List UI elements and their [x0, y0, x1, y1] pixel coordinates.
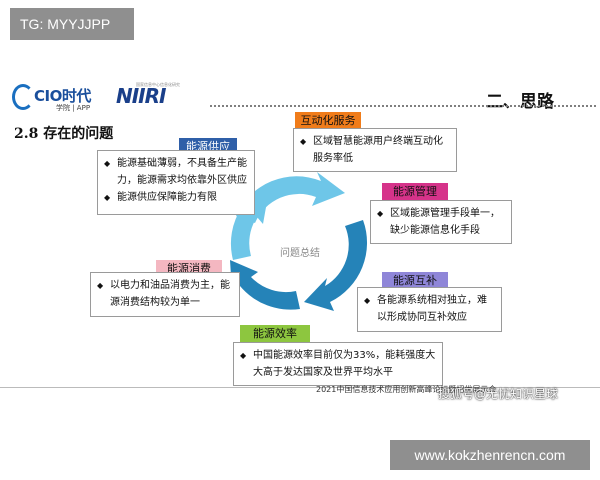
box-consumption: 以电力和油品消费为主，能源消费结构较为单一 [90, 272, 240, 317]
interactive-item: 区域智慧能源用户终端互动化服务率低 [300, 133, 450, 167]
consumption-item: 以电力和油品消费为主，能源消费结构较为单一 [97, 277, 233, 311]
cio-logo-text: CIO时代 [34, 87, 91, 105]
tg-badge: TG: MYYJJPP [10, 8, 134, 40]
niiri-logo-text: NIIRI [116, 84, 166, 108]
niiri-logo: 国家信息中心信息化研究 NIIRI [116, 82, 180, 114]
management-item: 区域能源管理手段单一，缺少能源信息化手段 [377, 205, 505, 239]
label-efficiency: 能源效率 [240, 325, 310, 343]
complement-item: 各能源系统相对独立，难以形成协同互补效应 [364, 292, 495, 326]
footer-text: 2021中国信息技术应用创新高峰论坛暨招优展示会 [316, 385, 497, 394]
efficiency-item: 中国能源效率目前仅为33%，能耗强度大大高于发达国家及世界平均水平 [240, 347, 436, 381]
url-badge: www.kokzhenrencn.com [390, 440, 590, 470]
box-interactive: 区域智慧能源用户终端互动化服务率低 [293, 128, 457, 172]
url-text: www.kokzhenrencn.com [414, 447, 566, 463]
label-management-text: 能源管理 [393, 185, 437, 198]
cio-logo-subtext: 学院 | APP [56, 104, 91, 112]
label-complement-text: 能源互补 [393, 274, 437, 287]
box-supply: 能源基础薄弱，不具备生产能力，能源需求均依靠外区供应 能源供应保障能力有限 [97, 150, 255, 215]
label-supply-text: 能源供应 [186, 140, 230, 153]
cycle-arrow-right [304, 220, 368, 311]
dotted-divider [210, 105, 596, 107]
box-management: 区域能源管理手段单一，缺少能源信息化手段 [370, 200, 512, 244]
label-interactive: 互动化服务 [295, 112, 361, 130]
page-heading: 2.8 存在的问题 [14, 126, 114, 142]
box-efficiency: 中国能源效率目前仅为33%，能耗强度大大高于发达国家及世界平均水平 [233, 342, 443, 386]
label-efficiency-text: 能源效率 [253, 327, 297, 340]
center-label: 问题总结 [280, 246, 320, 259]
label-consumption-text: 能源消费 [167, 262, 211, 275]
tg-text: TG: MYYJJPP [20, 16, 111, 32]
label-interactive-text: 互动化服务 [300, 114, 356, 127]
label-complement: 能源互补 [382, 272, 448, 290]
cycle-arrow-top [236, 172, 345, 223]
cio-logo-icon [12, 84, 34, 110]
supply-item: 能源基础薄弱，不具备生产能力，能源需求均依靠外区供应 [104, 155, 248, 189]
cycle-arrow-bottom [230, 260, 300, 310]
footer-divider [0, 387, 600, 388]
label-management: 能源管理 [382, 183, 448, 201]
box-complement: 各能源系统相对独立，难以形成协同互补效应 [357, 287, 502, 332]
watermark-text: 搜狐号@无忧知识星球 [438, 387, 559, 401]
cio-logo: CIO时代 学院 | APP [12, 82, 112, 116]
niiri-logo-smalltext: 国家信息中心信息化研究 [136, 82, 180, 87]
section-title: 二、思路 [486, 92, 554, 112]
supply-item: 能源供应保障能力有限 [104, 189, 248, 206]
